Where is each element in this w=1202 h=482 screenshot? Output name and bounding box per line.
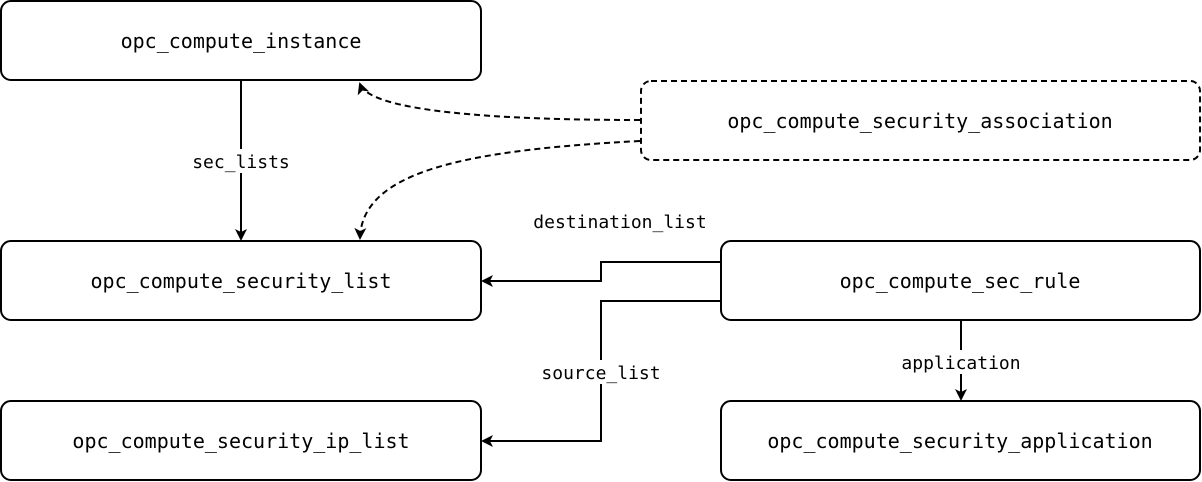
node-security-ip-list[interactable]: opc_compute_security_ip_list <box>0 400 482 481</box>
edge-label-source-list: source_list <box>541 363 660 384</box>
node-security-list[interactable]: opc_compute_security_list <box>0 240 482 321</box>
edge-destination-list <box>481 261 721 287</box>
edge-label-bg-application <box>885 350 1037 374</box>
node-security-ip-list-label: opc_compute_security_ip_list <box>72 429 409 453</box>
node-security-application-label: opc_compute_security_application <box>767 429 1152 453</box>
edge-association-to-security-list <box>354 140 641 240</box>
node-security-association[interactable]: opc_compute_security_association <box>640 80 1201 161</box>
node-security-association-label: opc_compute_security_association <box>727 109 1112 133</box>
node-security-application[interactable]: opc_compute_security_application <box>720 400 1201 481</box>
node-instance-label: opc_compute_instance <box>121 29 362 53</box>
edge-label-application: application <box>901 353 1020 374</box>
edge-label-bg-sec-lists <box>180 149 302 173</box>
edge-label-destination-list: destination_list <box>533 212 706 233</box>
node-instance[interactable]: opc_compute_instance <box>0 0 482 81</box>
edge-label-sec-lists: sec_lists <box>192 152 290 173</box>
node-sec-rule-label: opc_compute_sec_rule <box>840 269 1081 293</box>
edge-label-bg-source-list <box>525 360 677 384</box>
node-security-list-label: opc_compute_security_list <box>90 269 391 293</box>
edge-association-to-instance <box>357 82 641 121</box>
node-sec-rule[interactable]: opc_compute_sec_rule <box>720 240 1201 321</box>
